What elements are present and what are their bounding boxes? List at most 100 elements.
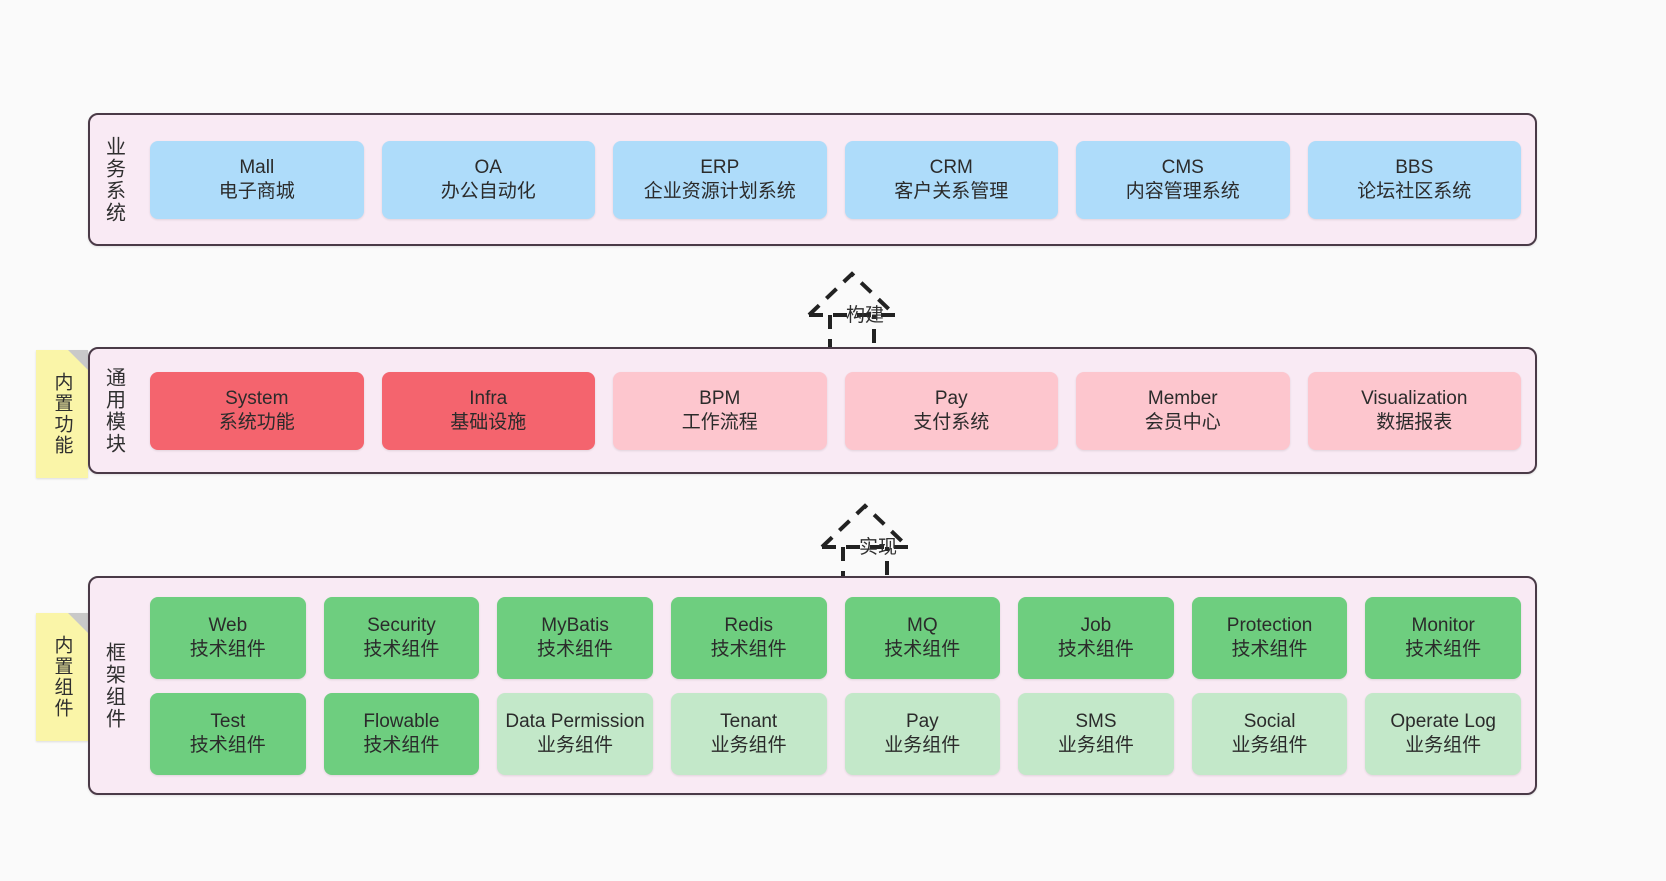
card-social-cn: 业务组件 [1231,734,1308,756]
card-pay-framework[interactable]: Pay 业务组件 [844,692,1001,775]
layer-business-body: Mall 电子商城 OA 办公自动化 ERP 企业资源计划系统 CRM 客户关系… [136,115,1535,244]
card-flowable[interactable]: Flowable 技术组件 [323,692,480,775]
card-crm-en: CRM [929,157,973,179]
framework-business-row: Test 技术组件 Flowable 技术组件 Data Permission … [150,692,1521,775]
card-protection-cn: 技术组件 [1231,638,1308,660]
card-bbs[interactable]: BBS 论坛社区系统 [1307,140,1521,219]
card-redis-en: Redis [724,615,773,637]
card-infra-cn: 基础设施 [450,411,527,433]
card-test[interactable]: Test 技术组件 [150,692,306,775]
card-infra-en: Infra [469,388,508,410]
card-mybatis[interactable]: MyBatis 技术组件 [497,596,653,679]
card-redis[interactable]: Redis 技术组件 [670,596,827,679]
card-oa-cn: 办公自动化 [440,180,536,202]
card-sms-cn: 业务组件 [1057,734,1134,756]
card-mybatis-en: MyBatis [541,615,609,637]
card-web-en: Web [208,615,248,637]
note-fold-corner-icon [68,350,88,370]
connector-build-label: 构建 [845,305,884,326]
card-bbs-cn: 论坛社区系统 [1357,180,1472,202]
card-monitor[interactable]: Monitor 技术组件 [1365,596,1521,679]
card-operate-log[interactable]: Operate Log 业务组件 [1365,692,1521,775]
card-system[interactable]: System 系统功能 [150,371,364,450]
card-sms[interactable]: SMS 业务组件 [1018,692,1174,775]
card-pay-common[interactable]: Pay 支付系统 [844,371,1058,450]
card-mall-cn: 电子商城 [218,180,295,202]
card-bpm-en: BPM [699,388,741,410]
note-builtin-function: 内置功能 [36,350,88,478]
layer-common-body: System 系统功能 Infra 基础设施 BPM 工作流程 Pay 支付系统… [136,349,1535,472]
card-flowable-en: Flowable [363,711,440,733]
card-erp-cn: 企业资源计划系统 [643,180,796,202]
card-data-permission-en: Data Permission [505,711,645,733]
note-builtin-function-label: 内置功能 [51,372,73,456]
card-tenant-en: Tenant [720,711,778,733]
card-visualization-cn: 数据报表 [1376,411,1453,433]
card-tenant[interactable]: Tenant 业务组件 [670,692,827,775]
card-crm[interactable]: CRM 客户关系管理 [844,140,1058,219]
card-bbs-en: BBS [1395,157,1434,179]
card-tenant-cn: 业务组件 [710,734,787,756]
connector-implement-label: 实现 [858,537,897,558]
card-bpm-cn: 工作流程 [681,411,758,433]
card-pay-framework-en: Pay [905,711,939,733]
card-pay-common-en: Pay [934,388,968,410]
card-mall-en: Mall [239,157,275,179]
layer-framework-body: Web 技术组件 Security 技术组件 MyBatis 技术组件 Redi… [136,578,1535,793]
common-card-row: System 系统功能 Infra 基础设施 BPM 工作流程 Pay 支付系统… [150,371,1521,450]
card-member[interactable]: Member 会员中心 [1076,371,1290,450]
framework-tech-row: Web 技术组件 Security 技术组件 MyBatis 技术组件 Redi… [150,596,1521,679]
card-operate-log-cn: 业务组件 [1405,734,1482,756]
card-redis-cn: 技术组件 [710,638,787,660]
card-protection[interactable]: Protection 技术组件 [1191,596,1348,679]
card-mq-cn: 技术组件 [884,638,961,660]
card-data-permission-cn: 业务组件 [537,734,614,756]
layer-common-title: 通用模块 [102,366,125,455]
card-bpm[interactable]: BPM 工作流程 [613,371,827,450]
card-test-en: Test [210,711,246,733]
card-security[interactable]: Security 技术组件 [323,596,480,679]
note-fold-corner-icon [68,613,88,633]
card-social-en: Social [1243,711,1296,733]
card-pay-framework-cn: 业务组件 [884,734,961,756]
card-cms[interactable]: CMS 内容管理系统 [1076,140,1290,219]
card-member-cn: 会员中心 [1144,411,1221,433]
card-security-cn: 技术组件 [363,638,440,660]
card-visualization[interactable]: Visualization 数据报表 [1307,371,1521,450]
layer-common-module: 通用模块 System 系统功能 Infra 基础设施 BPM 工作流程 Pay… [88,347,1537,474]
note-builtin-component: 内置组件 [36,613,88,741]
layer-business-system: 业务系统 Mall 电子商城 OA 办公自动化 ERP 企业资源计划系统 CRM… [88,113,1537,246]
card-sms-en: SMS [1075,711,1117,733]
card-mq-en: MQ [907,615,938,637]
card-protection-en: Protection [1226,615,1313,637]
card-cms-cn: 内容管理系统 [1125,180,1240,202]
card-web-cn: 技术组件 [189,638,266,660]
card-job[interactable]: Job 技术组件 [1018,596,1174,679]
card-job-cn: 技术组件 [1057,638,1134,660]
card-crm-cn: 客户关系管理 [894,180,1009,202]
card-visualization-en: Visualization [1361,388,1468,410]
card-mall[interactable]: Mall 电子商城 [150,140,364,219]
card-social[interactable]: Social 业务组件 [1191,692,1348,775]
card-monitor-cn: 技术组件 [1405,638,1482,660]
card-flowable-cn: 技术组件 [363,734,440,756]
card-erp-en: ERP [700,157,740,179]
layer-framework-title: 框架组件 [102,641,125,730]
card-system-cn: 系统功能 [218,411,295,433]
card-mq[interactable]: MQ 技术组件 [844,596,1001,679]
layer-business-title: 业务系统 [102,135,125,224]
card-operate-log-en: Operate Log [1390,711,1496,733]
card-oa-en: OA [474,157,502,179]
card-erp[interactable]: ERP 企业资源计划系统 [613,140,827,219]
card-infra[interactable]: Infra 基础设施 [381,371,595,450]
card-mybatis-cn: 技术组件 [537,638,614,660]
card-job-en: Job [1080,615,1112,637]
card-web[interactable]: Web 技术组件 [150,596,306,679]
card-monitor-en: Monitor [1411,615,1475,637]
card-cms-en: CMS [1161,157,1204,179]
card-oa[interactable]: OA 办公自动化 [381,140,595,219]
card-data-permission[interactable]: Data Permission 业务组件 [497,692,653,775]
card-pay-common-cn: 支付系统 [913,411,990,433]
connector-build: 构建 [802,262,952,358]
